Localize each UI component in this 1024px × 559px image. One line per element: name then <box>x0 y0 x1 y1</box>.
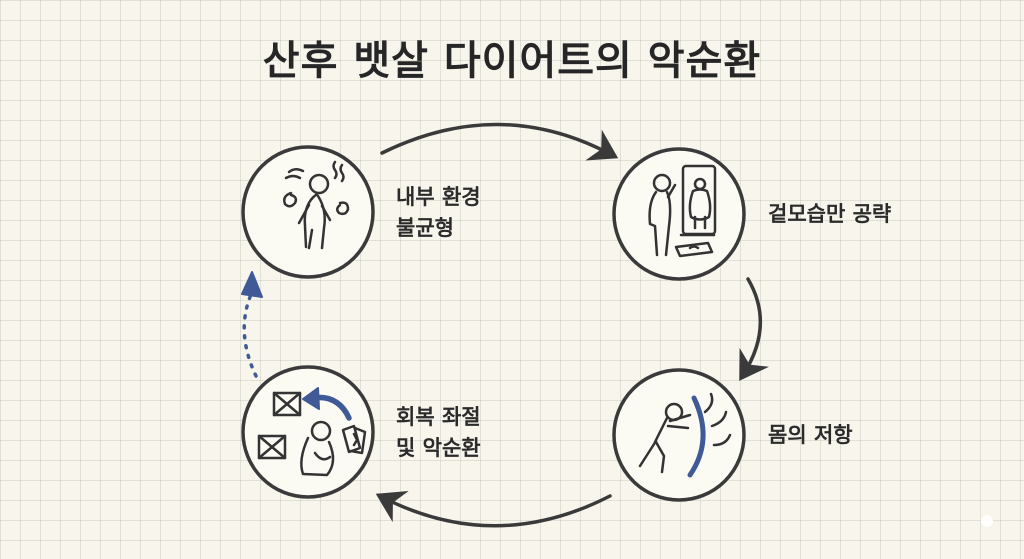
label-line: 겉모습만 공략 <box>768 202 892 226</box>
node-appearance-focus <box>612 147 746 281</box>
arrow-right <box>739 277 770 381</box>
arrow-bottom <box>375 491 612 528</box>
label-line: 및 악순환 <box>396 436 481 460</box>
mirror-scale-icon <box>648 164 717 258</box>
arrow-left-dotted <box>241 271 263 378</box>
label-line: 불균형 <box>396 216 454 240</box>
pushing-wall-icon <box>638 392 732 474</box>
node-recovery-frustration <box>241 365 375 499</box>
frustrated-person-icon <box>257 391 367 477</box>
node-body-resistance <box>612 368 746 502</box>
tired-person-icon <box>283 160 350 250</box>
label-line: 회복 좌절 <box>396 405 481 429</box>
node-label-internal-imbalance: 내부 환경 불균형 <box>396 182 481 244</box>
label-line: 몸의 저항 <box>768 423 853 447</box>
node-label-appearance-focus: 겉모습만 공략 <box>768 199 891 230</box>
node-internal-imbalance <box>241 145 375 279</box>
node-label-body-resistance: 몸의 저항 <box>768 420 853 451</box>
diagram-title: 산후 뱃살 다이어트의 악순환 <box>262 38 762 84</box>
resisting-wall <box>687 395 706 478</box>
arrow-top <box>380 122 619 161</box>
node-label-recovery-frustration: 회복 좌절 및 악순환 <box>396 402 481 464</box>
corner-dot <box>981 515 993 527</box>
label-line: 내부 환경 <box>396 185 481 209</box>
